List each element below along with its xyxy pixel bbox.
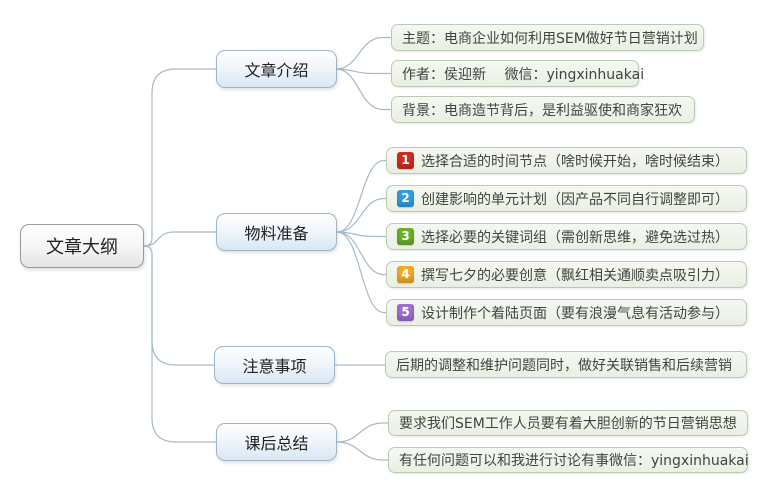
branch-node-label: 文章介绍 xyxy=(244,61,309,80)
leaf-node-step-2[interactable]: 2 创建影响的单元计划（因产品不同自行调整即可） xyxy=(386,185,747,212)
connector-root-to-intro xyxy=(143,68,216,247)
connector-material-to-step2 xyxy=(336,197,386,233)
leaf-node-maintenance[interactable]: 后期的调整和维护问题同时，做好关联销售和后续营销 xyxy=(385,351,747,378)
connector-summary-to-mindset xyxy=(336,422,388,443)
leaf-node-topic[interactable]: 主题：电商企业如何利用SEM做好节日营销计划 xyxy=(391,24,704,51)
connector-root-to-notes xyxy=(143,245,214,366)
leaf-node-step-4[interactable]: 4 撰写七夕的必要创意（飘红相关通顺卖点吸引力） xyxy=(386,261,747,288)
branch-node-article-intro[interactable]: 文章介绍 xyxy=(216,50,337,88)
leaf-text: 主题：电商企业如何利用SEM做好节日营销计划 xyxy=(402,30,698,47)
branch-node-summary[interactable]: 课后总结 xyxy=(216,423,337,461)
leaf-text: 背景：电商造节背后，是利益驱使和商家狂欢 xyxy=(402,102,682,119)
leaf-text: 创建影响的单元计划（因产品不同自行调整即可） xyxy=(421,191,729,208)
number-badge-3-icon: 3 xyxy=(397,228,414,245)
connector-root-to-material xyxy=(143,231,216,247)
connector-material-to-step5 xyxy=(336,231,386,314)
connector-material-to-step4 xyxy=(336,231,386,276)
branch-node-label: 课后总结 xyxy=(244,434,309,453)
leaf-text: 后期的调整和维护问题同时，做好关联销售和后续营销 xyxy=(396,357,732,374)
connector-root-to-summary xyxy=(143,245,216,443)
root-node-label: 文章大纲 xyxy=(46,237,118,258)
number-badge-5-icon: 5 xyxy=(397,304,414,321)
number-badge-4-icon: 4 xyxy=(397,266,414,283)
leaf-node-step-1[interactable]: 1 选择合适的时间节点（啥时候开始，啥时候结束） xyxy=(386,147,747,174)
branch-node-label: 注意事项 xyxy=(242,357,307,376)
leaf-text: 选择必要的关键词组（需创新思维，避免选过热） xyxy=(421,229,729,246)
branch-node-material-prep[interactable]: 物料准备 xyxy=(216,213,337,251)
number-badge-2-icon: 2 xyxy=(397,190,414,207)
connector-intro-to-background xyxy=(335,68,391,111)
leaf-node-step-5[interactable]: 5 设计制作个着陆页面（要有浪漫气息有活动参与） xyxy=(386,299,747,326)
leaf-node-background[interactable]: 背景：电商造节背后，是利益驱使和商家狂欢 xyxy=(391,96,695,123)
leaf-node-author[interactable]: 作者：侯迎新 微信：yingxinhuakai xyxy=(391,60,644,87)
connector-intro-to-topic xyxy=(335,36,391,70)
leaf-text: 有任何问题可以和我进行讨论有事微信：yingxinhuakai xyxy=(399,453,749,469)
leaf-text: 选择合适的时间节点（啥时候开始，啥时候结束） xyxy=(421,153,729,170)
connector-summary-to-contact xyxy=(336,441,388,461)
leaf-text: 要求我们SEM工作人员要有着大胆创新的节日营销思想 xyxy=(399,416,737,432)
branch-node-notes[interactable]: 注意事项 xyxy=(214,346,335,384)
leaf-node-mindset[interactable]: 要求我们SEM工作人员要有着大胆创新的节日营销思想 xyxy=(388,410,748,436)
leaf-text: 设计制作个着陆页面（要有浪漫气息有活动参与） xyxy=(421,305,729,322)
connector-material-to-step1 xyxy=(336,159,386,233)
root-node[interactable]: 文章大纲 xyxy=(20,224,144,268)
leaf-node-step-3[interactable]: 3 选择必要的关键词组（需创新思维，避免选过热） xyxy=(386,223,747,250)
number-badge-1-icon: 1 xyxy=(397,152,414,169)
leaf-text: 撰写七夕的必要创意（飘红相关通顺卖点吸引力） xyxy=(421,267,729,284)
leaf-text: 作者：侯迎新 微信：yingxinhuakai xyxy=(402,66,645,83)
leaf-node-contact[interactable]: 有任何问题可以和我进行讨论有事微信：yingxinhuakai xyxy=(388,447,749,473)
branch-node-label: 物料准备 xyxy=(244,224,309,243)
